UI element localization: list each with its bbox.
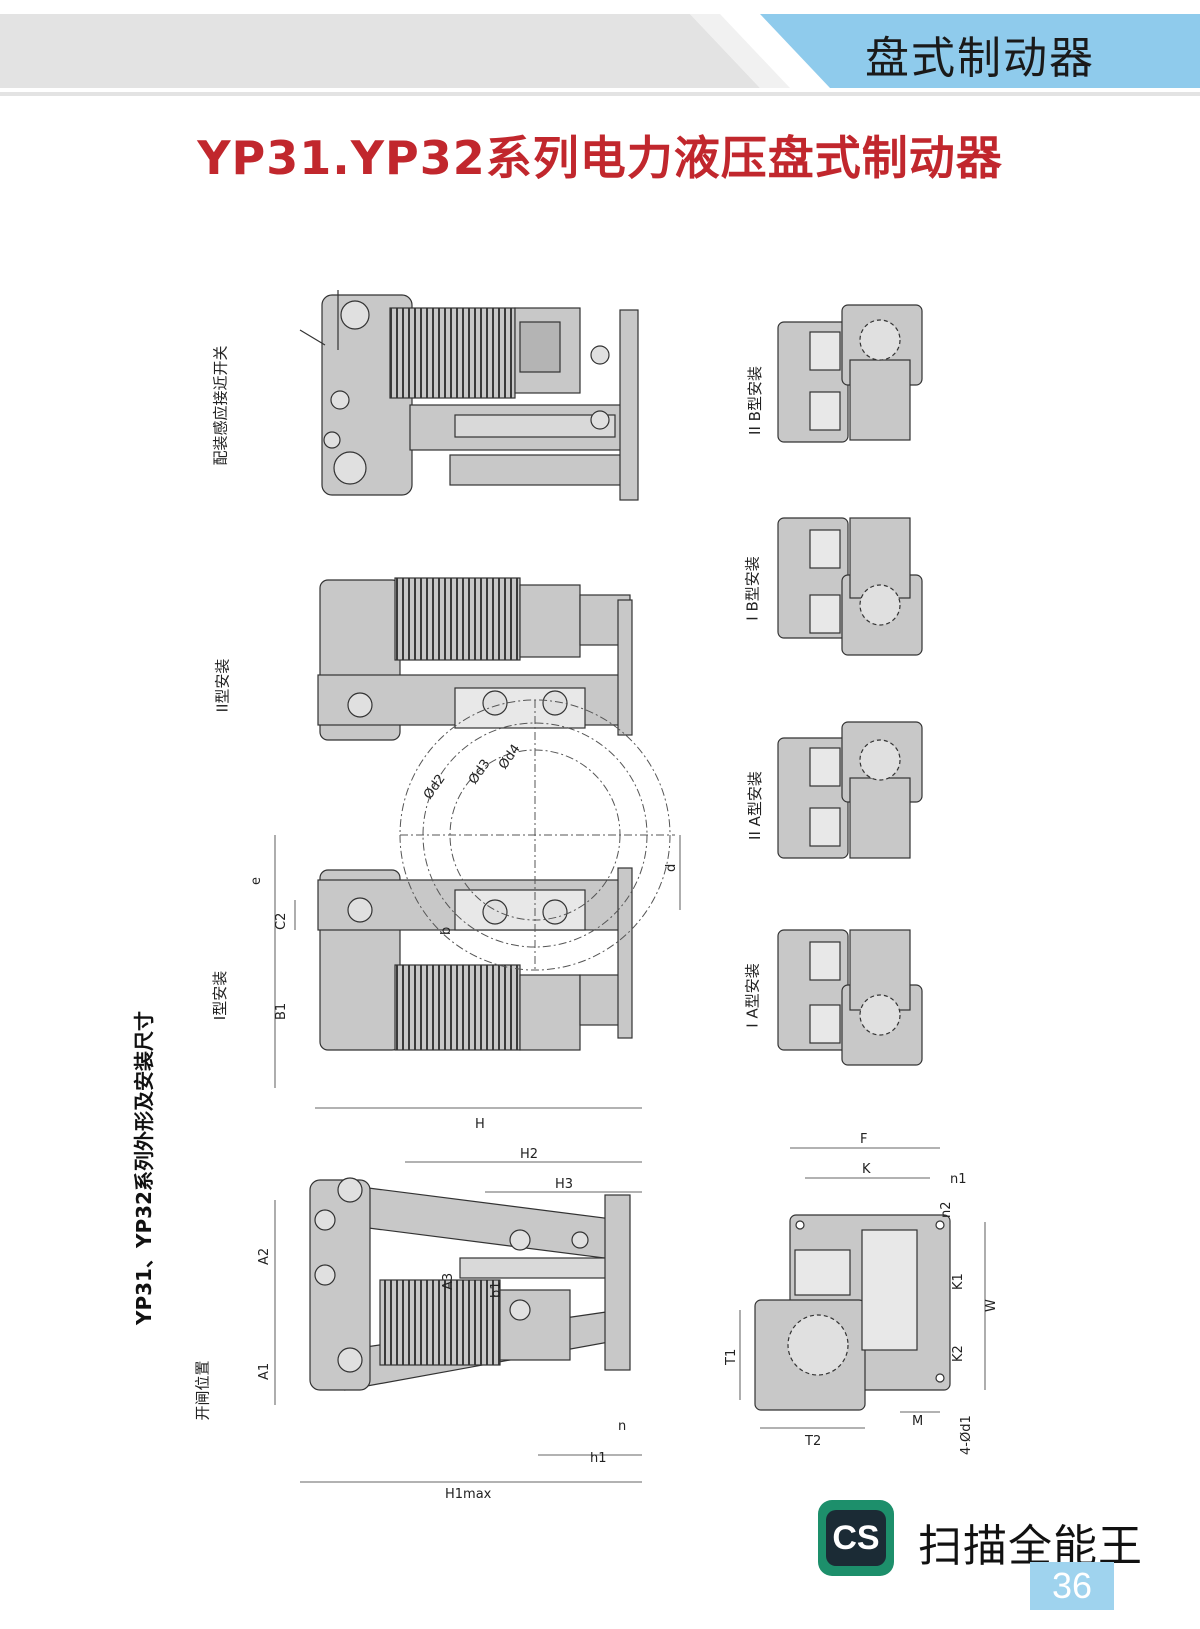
- dim-d: d: [664, 864, 679, 872]
- dim-od3: Ød3: [466, 757, 494, 788]
- dim-k: K: [862, 1162, 871, 1177]
- mounting-base-view: [754, 1214, 951, 1411]
- diagram-iia: [777, 721, 923, 859]
- label-sensor: 配装感应接近开关: [211, 345, 230, 466]
- scanner-logo-text: CS: [826, 1510, 886, 1566]
- diagram-ib: [777, 517, 923, 656]
- brake-view-type-i: [317, 867, 633, 1051]
- dim-e: e: [249, 877, 264, 885]
- dim-n1: n1: [950, 1172, 967, 1187]
- dim-n2: n2: [939, 1201, 954, 1218]
- brake-view-side: [309, 1177, 631, 1391]
- dim-od4: Ød4: [496, 742, 524, 773]
- dim-m: M: [912, 1414, 923, 1429]
- page-title: YP31.YP32系列电力液压盘式制动器: [197, 131, 1003, 185]
- section-label: 盘式制动器: [865, 33, 1095, 84]
- dim-f: F: [860, 1132, 867, 1147]
- label-iib: II B型安装: [745, 366, 764, 435]
- dim-w: W: [984, 1299, 999, 1312]
- dim-h: H: [475, 1117, 485, 1132]
- dim-od2: Ød2: [421, 772, 449, 803]
- label-type-i: I型安装: [211, 970, 230, 1021]
- dim-a3: A3: [441, 1273, 456, 1290]
- dim-k1: K1: [951, 1273, 966, 1290]
- dim-holes: 4-Ød1: [959, 1415, 974, 1455]
- label-ib: I B型安装: [743, 556, 762, 621]
- dim-t2: T2: [804, 1434, 821, 1449]
- scanner-logo: CS: [818, 1500, 894, 1576]
- brake-view-type-ii: [317, 577, 633, 741]
- dimension-lines: [274, 835, 986, 1483]
- diagram-ia: [777, 929, 923, 1066]
- diagram-iib: [777, 304, 923, 443]
- dim-h1max: H1max: [445, 1487, 492, 1502]
- page-number: 36: [1030, 1562, 1114, 1610]
- dim-h2: H2: [520, 1147, 538, 1162]
- dim-b: b: [439, 927, 454, 935]
- label-open-position: 开闸位置: [193, 1360, 212, 1421]
- brake-view-sensor: [299, 290, 639, 501]
- dim-b1-small: b1: [489, 1281, 504, 1298]
- dim-b1: B1: [274, 1003, 289, 1020]
- dim-c2: C2: [274, 913, 289, 930]
- dim-n: n: [618, 1419, 626, 1434]
- dim-k2: K2: [951, 1345, 966, 1362]
- dim-t1: T1: [724, 1349, 739, 1366]
- dim-h1: h1: [590, 1451, 607, 1466]
- label-iia: II A型安装: [745, 771, 764, 840]
- label-type-ii: II型安装: [213, 658, 232, 713]
- side-caption: YP31、YP32系列外形及安装尺寸: [132, 1011, 156, 1325]
- dim-a2: A2: [257, 1248, 272, 1265]
- dim-a1: A1: [257, 1363, 272, 1380]
- disc-outline: [399, 699, 675, 971]
- header-band: [0, 14, 1200, 96]
- dim-h3: H3: [555, 1177, 573, 1192]
- label-ia: I A型安装: [743, 963, 762, 1028]
